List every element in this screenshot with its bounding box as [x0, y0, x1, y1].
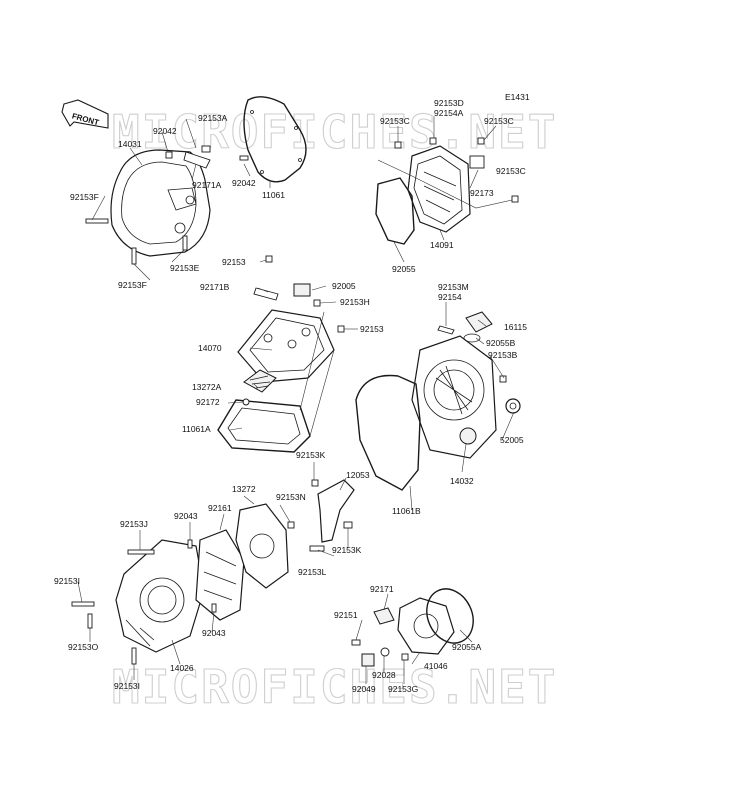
label-14070: 14070 — [198, 343, 222, 353]
label-92153O: 92153O — [68, 642, 99, 652]
reference-code: E1431 — [505, 92, 530, 102]
label-92153J: 92153J — [120, 519, 148, 529]
label-14091: 14091 — [430, 240, 454, 250]
label-92171: 92171 — [370, 584, 394, 594]
label-92153-a: 92153 — [222, 257, 246, 267]
gasket-11061A — [217, 399, 311, 453]
cover-13272 — [235, 503, 289, 589]
label-92151: 92151 — [334, 610, 358, 620]
label-92161: 92161 — [208, 503, 232, 513]
part-labels: 92153D 92154A 92153A 92042 14031 92153C … — [54, 98, 527, 694]
label-92153C-b: 92153C — [484, 116, 514, 126]
watermark-bottom: MICROFICHES.NET — [112, 660, 557, 714]
label-92171A: 92171A — [192, 180, 222, 190]
label-92153B: 92153B — [488, 350, 518, 360]
label-92153F-a: 92153F — [70, 192, 99, 202]
label-92153C-a: 92153C — [380, 116, 410, 126]
label-92042-top: 92042 — [153, 126, 177, 136]
label-52005: 52005 — [500, 435, 524, 445]
label-92154: 92154 — [438, 292, 462, 302]
bolts-top-right — [394, 137, 519, 203]
label-92153D: 92153D — [434, 98, 464, 108]
label-92153E: 92153E — [170, 263, 200, 273]
cover-14070 — [237, 283, 335, 383]
label-92055: 92055 — [392, 264, 416, 274]
bracket-12053 — [287, 479, 355, 552]
label-11061B: 11061B — [392, 506, 421, 516]
label-92153A: 92153A — [198, 113, 228, 123]
label-92173: 92173 — [470, 188, 494, 198]
label-11061: 11061 — [262, 190, 285, 200]
label-12053: 12053 — [346, 470, 370, 480]
label-14026: 14026 — [170, 663, 194, 673]
label-16115: 16115 — [504, 322, 527, 332]
gasket-11061 — [243, 96, 307, 183]
label-92049: 92049 — [352, 684, 376, 694]
cover-14032 — [411, 335, 497, 459]
label-92055B: 92055B — [486, 338, 516, 348]
bolts-top-left — [85, 145, 249, 265]
oring-92055A — [426, 588, 474, 644]
gasket-11061B — [355, 374, 421, 491]
label-92171B: 92171B — [200, 282, 230, 292]
watermark-top: MICROFICHES.NET — [112, 105, 557, 159]
label-92153I-a: 92153I — [54, 576, 80, 586]
cover-41046 — [397, 597, 455, 655]
label-92055A: 92055A — [452, 642, 482, 652]
label-92153H: 92153H — [340, 297, 370, 307]
label-14031: 14031 — [118, 139, 142, 149]
label-92153-b: 92153 — [360, 324, 384, 334]
label-92153K-a: 92153K — [296, 450, 326, 460]
label-92153L: 92153L — [298, 567, 327, 577]
leader-lines — [77, 116, 515, 684]
front-arrow-icon: FRONT — [61, 99, 109, 129]
generator-cover-14031 — [110, 149, 211, 257]
label-92172: 92172 — [196, 397, 220, 407]
cover-14091 — [407, 145, 485, 233]
label-92153C-c: 92153C — [496, 166, 526, 176]
gasket-92055 — [375, 177, 415, 245]
label-92153N: 92153N — [276, 492, 306, 502]
bolts-bottom-left — [71, 539, 217, 665]
label-92153G: 92153G — [388, 684, 418, 694]
label-92042-mid: 92042 — [232, 178, 256, 188]
label-92153M: 92153M — [438, 282, 469, 292]
label-14032: 14032 — [450, 476, 474, 486]
label-92153K-b: 92153K — [332, 545, 362, 555]
label-41046: 41046 — [424, 661, 448, 671]
label-11061A: 11061A — [182, 424, 211, 434]
label-92043-b: 92043 — [202, 628, 226, 638]
label-92043-a: 92043 — [174, 511, 198, 521]
label-92154A: 92154A — [434, 108, 464, 118]
label-92005: 92005 — [332, 281, 356, 291]
parts-middle-right — [437, 311, 521, 414]
label-13272A: 13272A — [192, 382, 222, 392]
label-92153F-b: 92153F — [118, 280, 147, 290]
cover-14026 — [115, 539, 205, 653]
label-13272: 13272 — [232, 484, 256, 494]
label-92153I-b: 92153I — [114, 681, 140, 691]
parts-bottom-right — [351, 607, 409, 667]
rotor-92161 — [195, 529, 245, 621]
label-92028: 92028 — [372, 670, 396, 680]
